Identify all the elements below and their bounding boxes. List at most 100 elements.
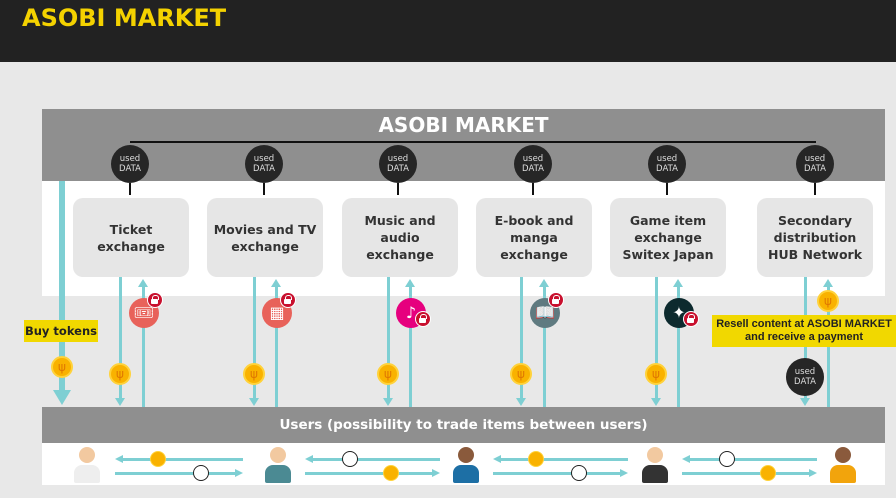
buy-tokens-arrow (59, 181, 65, 393)
lock-icon (147, 292, 163, 308)
arrow-left-icon (115, 455, 123, 463)
token-coin-icon: ψ (51, 356, 73, 378)
used-label: used (119, 154, 141, 164)
data-label: DATA (119, 164, 141, 174)
used-label: used (522, 154, 544, 164)
arrow-down-icon (383, 398, 393, 406)
flow-line-up (142, 287, 145, 407)
used-label: used (804, 154, 826, 164)
user-head (647, 447, 663, 463)
flow-line-up (409, 287, 412, 407)
data-label: DATA (522, 164, 544, 174)
user-body (74, 465, 100, 483)
trade-arrow-left (311, 458, 440, 461)
exchange-label: Secondary distribution HUB Network (767, 213, 863, 262)
exchange-box[interactable]: Secondary distribution HUB Network (757, 198, 873, 277)
data-label: DATA (656, 164, 678, 174)
data-label: DATA (794, 377, 816, 387)
token-coin-icon (528, 451, 544, 467)
token-coin-icon: ψ (645, 363, 667, 385)
user-body (453, 465, 479, 483)
exchange-label: Game item exchange Switex Japan (622, 213, 714, 262)
user-avatar (73, 447, 101, 483)
user-body (265, 465, 291, 483)
token-coin-icon (383, 465, 399, 481)
token-coin-icon: ψ (243, 363, 265, 385)
token-coin-icon: ψ (377, 363, 399, 385)
trade-arrow-left (688, 458, 817, 461)
arrow-right-icon (235, 469, 243, 477)
exchange-box[interactable]: Game item exchange Switex Japan (610, 198, 726, 277)
token-coin-icon (760, 465, 776, 481)
trade-arrow-left (121, 458, 243, 461)
arrow-down-icon (129, 183, 131, 195)
exchange-box[interactable]: E-book and manga exchange (476, 198, 592, 277)
arrow-down-icon (532, 183, 534, 195)
flow-line-down (520, 277, 523, 399)
user-body (830, 465, 856, 483)
lock-icon (280, 292, 296, 308)
used-label: used (253, 154, 275, 164)
arrow-down-icon (115, 398, 125, 406)
arrow-down-icon (53, 390, 71, 405)
data-label: DATA (253, 164, 275, 174)
used-label: used (656, 154, 678, 164)
arrow-right-icon (432, 469, 440, 477)
arrow-down-icon (397, 183, 399, 195)
user-head (835, 447, 851, 463)
flow-line-down (655, 277, 658, 399)
market-band (42, 109, 885, 181)
trade-arrow-right (115, 472, 237, 475)
arrow-down-icon (263, 183, 265, 195)
user-head (79, 447, 95, 463)
buy-tokens-label: Buy tokens (24, 320, 98, 342)
user-head (270, 447, 286, 463)
trade-arrow-right (682, 472, 811, 475)
flow-line-up (677, 287, 680, 407)
arrow-up-icon (138, 279, 148, 287)
arrow-right-icon (809, 469, 817, 477)
user-body (642, 465, 668, 483)
exchange-label: E-book and manga exchange (494, 213, 574, 262)
arrow-up-icon (673, 279, 683, 287)
arrow-down-icon (651, 398, 661, 406)
arrow-right-icon (620, 469, 628, 477)
token-coin-icon (150, 451, 166, 467)
arrow-left-icon (493, 455, 501, 463)
flow-line-down (119, 277, 122, 399)
user-avatar (264, 447, 292, 483)
data-label: DATA (804, 164, 826, 174)
arrow-up-icon (539, 279, 549, 287)
lock-icon (415, 311, 431, 327)
arrow-down-icon (814, 183, 816, 195)
exchange-label: Music and audio exchange (364, 213, 436, 262)
arrow-down-icon (666, 183, 668, 195)
arrow-left-icon (682, 455, 690, 463)
token-coin-icon: ψ (510, 363, 532, 385)
users-bar: Users (possibility to trade items betwee… (42, 407, 885, 443)
item-circle-icon (342, 451, 358, 467)
exchange-box[interactable]: Music and audio exchange (342, 198, 458, 277)
resell-label: Resell content at ASOBI MARKET and recei… (712, 315, 896, 347)
exchange-box[interactable]: Movies and TV exchange (207, 198, 323, 277)
page-title: ASOBI MARKET (22, 4, 227, 32)
exchange-label: Movies and TV exchange (213, 221, 317, 254)
trade-arrow-left (499, 458, 628, 461)
exchange-box[interactable]: Ticket exchange (73, 198, 189, 277)
flow-line-down (253, 277, 256, 399)
item-circle-icon (719, 451, 735, 467)
trade-arrow-right (305, 472, 434, 475)
flow-line-down (387, 277, 390, 399)
token-coin-icon: ψ (817, 290, 839, 312)
arrow-down-icon (249, 398, 259, 406)
user-avatar (829, 447, 857, 483)
used-label: used (794, 367, 816, 377)
exchange-label: Ticket exchange (97, 221, 165, 254)
used-label: used (387, 154, 409, 164)
